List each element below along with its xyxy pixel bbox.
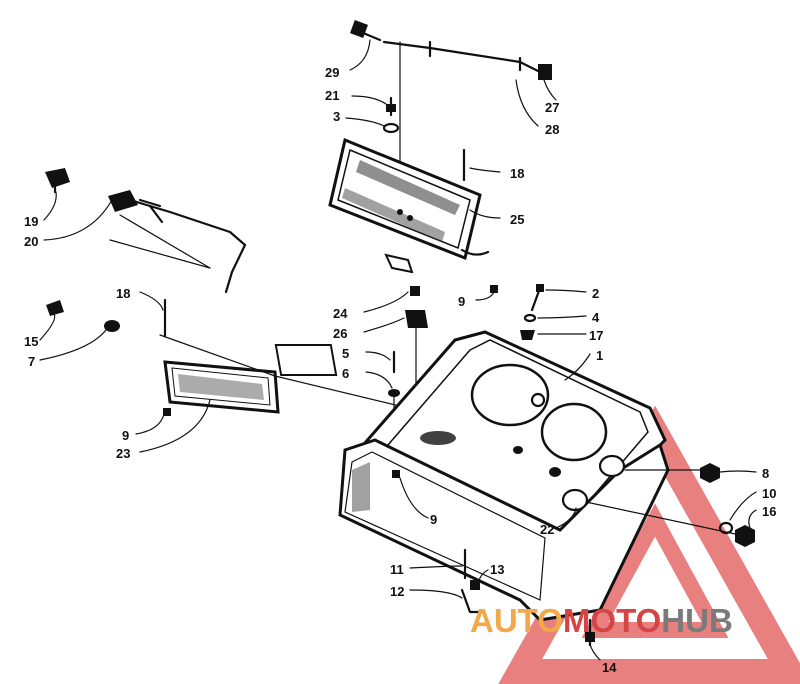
callout-13: 13	[490, 562, 504, 577]
watermark-text: AUTOMOTOHUB	[470, 602, 733, 639]
callout-19: 19	[24, 214, 38, 229]
callout-25: 25	[510, 212, 524, 227]
callout-11: 11	[390, 562, 404, 577]
svg-text:AUTOMOTOHUB: AUTOMOTOHUB	[470, 602, 733, 639]
callout-17: 17	[589, 328, 603, 343]
nut-13	[470, 580, 480, 590]
nut-24	[410, 286, 420, 296]
callout-27: 27	[545, 100, 559, 115]
nut-16	[735, 525, 755, 547]
callout-18-top: 18	[510, 166, 524, 181]
cable-20	[108, 190, 247, 294]
switch-19	[45, 168, 70, 194]
callout-3: 3	[333, 109, 340, 124]
bolt-21	[386, 96, 396, 117]
grommet-17	[520, 330, 535, 340]
bolt-2	[530, 284, 544, 312]
callout-23: 23	[116, 446, 130, 461]
callout-9-upper: 9	[458, 294, 465, 309]
callout-21: 21	[325, 88, 339, 103]
washer-3	[382, 122, 400, 134]
callout-26: 26	[333, 326, 347, 341]
callout-6: 6	[342, 366, 349, 381]
watermark-hub: HUB	[661, 602, 733, 639]
washer-4	[523, 313, 537, 323]
callout-12: 12	[390, 584, 404, 599]
callout-5: 5	[342, 346, 349, 361]
washer-10	[718, 521, 734, 535]
callout-14: 14	[602, 660, 617, 675]
callout-9-lower: 9	[430, 512, 437, 527]
callout-8: 8	[762, 466, 769, 481]
leader-lines	[39, 39, 757, 661]
callout-22: 22	[540, 522, 554, 537]
callout-7: 7	[28, 354, 35, 369]
knob-7	[104, 320, 120, 332]
washer-6	[388, 389, 400, 397]
callout-29: 29	[325, 65, 339, 80]
callout-labels: 29 21 3 27 28 18 25 19 20 2 24 9 18 4 26…	[24, 65, 776, 675]
clip-9-lower	[392, 470, 400, 478]
gauge-cover-25	[328, 137, 490, 274]
bolt-14	[585, 618, 595, 647]
callout-1: 1	[596, 348, 603, 363]
console-1	[338, 330, 670, 622]
callout-16: 16	[762, 504, 776, 519]
watermark-moto: MOTO	[563, 602, 661, 639]
callout-18-left: 18	[116, 286, 130, 301]
callout-15: 15	[24, 334, 38, 349]
callout-10: 10	[762, 486, 776, 501]
callout-24: 24	[333, 306, 348, 321]
clip-9-upper	[490, 285, 498, 293]
nut-8	[700, 463, 720, 483]
key-15	[46, 300, 64, 316]
callout-9-left: 9	[122, 428, 129, 443]
callout-2: 2	[592, 286, 599, 301]
bracket-12	[460, 588, 484, 614]
callout-4: 4	[592, 310, 600, 325]
plate-23	[163, 344, 338, 414]
clip-9-left	[163, 408, 171, 416]
watermark-auto: AUTO	[470, 602, 563, 639]
callout-28: 28	[545, 122, 559, 137]
callout-20: 20	[24, 234, 38, 249]
